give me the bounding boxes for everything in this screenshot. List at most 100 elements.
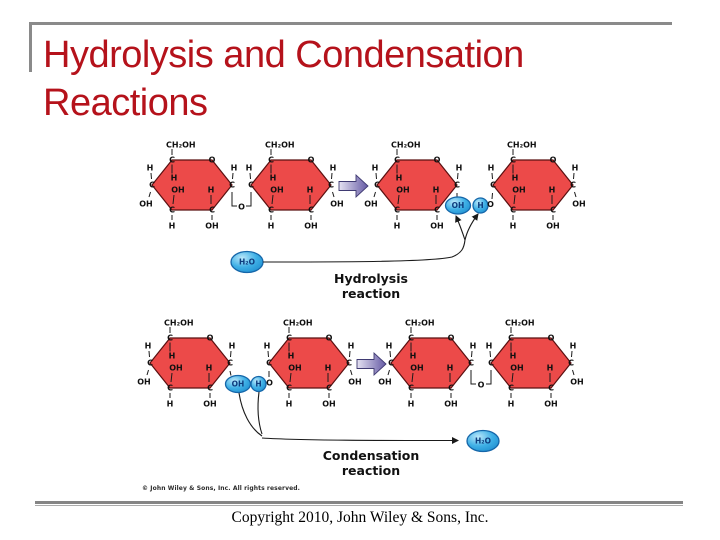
hydroxyl-label: OH: [205, 222, 219, 231]
hydrogen-label: H: [510, 222, 517, 231]
hydroxyl-label: OH: [348, 378, 362, 387]
title-top-rule: [29, 22, 672, 25]
carbon-label: C: [149, 181, 155, 190]
ring-oxygen-label: O: [434, 156, 441, 165]
hydrolysis-water-path: [262, 239, 466, 263]
carbon-label: C: [266, 359, 272, 368]
hydroxyl-label: OH: [570, 378, 584, 387]
hydroxyl-label: OH: [288, 364, 302, 373]
hydroxyl-label: OH: [444, 400, 458, 409]
hydrolysis-arrow: [338, 173, 369, 199]
page-title-line-1: Hydrolysis and Condensation: [43, 34, 524, 76]
highlight-oh-label: OH: [232, 380, 245, 389]
condensation-water-path: [261, 436, 459, 444]
hydrogen-label: H: [270, 174, 277, 183]
glucose-ring: [149, 337, 231, 389]
glucose-ring: [390, 337, 472, 389]
hydrogen-label: H: [394, 222, 401, 231]
hydrolysis-label-line-2: reaction: [341, 286, 401, 301]
side-chain-label: CH₂OH: [405, 319, 435, 328]
footer-copyright: Copyright 2010, John Wiley & Sons, Inc.: [231, 509, 489, 526]
hydroxyl-label: OH: [137, 378, 151, 387]
bond-line: [574, 191, 577, 198]
footer-rule-light: [35, 505, 683, 506]
bridge-bond-left: [231, 192, 237, 207]
hydroxyl-label: OH: [270, 186, 284, 195]
glucose-4: [492, 159, 574, 211]
ring-oxygen-label: O: [308, 156, 315, 165]
glucose-ring: [250, 159, 332, 211]
carbon-label: C: [209, 206, 215, 215]
carbon-label: C: [286, 334, 292, 343]
hydrogen-label: H: [547, 364, 554, 373]
bond-line: [572, 369, 575, 376]
hydrogen-label: H: [408, 400, 415, 409]
bond-line: [289, 372, 292, 383]
bond-line: [229, 370, 232, 376]
glucose-2: [250, 159, 332, 211]
side-chain-label: CH₂OH: [505, 319, 535, 328]
carbon-label: C: [448, 384, 454, 393]
hydrogen-label: H: [229, 342, 236, 351]
bond-line: [146, 369, 149, 376]
carbon-label: C: [490, 181, 496, 190]
hydroxyl-label: OH: [139, 200, 153, 209]
hydrogen-label: H: [147, 164, 154, 173]
bond-line: [491, 192, 493, 200]
ring-oxygen-label: O: [550, 156, 557, 165]
bond-line: [573, 172, 575, 180]
ring-oxygen-label: O: [209, 156, 216, 165]
bond-line: [411, 372, 414, 383]
hydrogen-label: H: [433, 186, 440, 195]
hydrogen-label: H: [231, 164, 238, 173]
highlight-h-oval: [250, 375, 267, 393]
hydroxyl-label: OH: [203, 400, 217, 409]
hydroxyl-label: OH: [512, 186, 526, 195]
side-chain-label: CH₂OH: [507, 141, 537, 150]
highlight-h-oval: [472, 197, 489, 214]
condensation-branch-from-oh: [238, 392, 263, 437]
hydrogen-label: H: [171, 174, 178, 183]
carbon-label: C: [548, 384, 554, 393]
hydroxyl-label: OH: [322, 400, 336, 409]
hydrogen-label: H: [348, 342, 355, 351]
carbon-label: C: [434, 206, 440, 215]
glucose-ring: [268, 337, 350, 389]
page-title: Hydrolysis and Condensation Reactions: [43, 31, 683, 127]
ring-oxygen-label: O: [326, 334, 333, 343]
highlight-oh-label: OH: [452, 201, 465, 210]
carbon-label: C: [268, 206, 274, 215]
bond-line: [571, 350, 573, 358]
glucose-7: [390, 337, 472, 389]
highlight-h-label: H: [255, 380, 261, 389]
carbon-label: C: [408, 334, 414, 343]
side-chain-label: CH₂OH: [166, 141, 196, 150]
side-chain-label: CH₂OH: [283, 319, 313, 328]
hydrogen-label: H: [145, 342, 152, 351]
carbon-label: C: [508, 384, 514, 393]
hydroxyl-label: OH: [378, 378, 392, 387]
hydrogen-label: H: [570, 342, 577, 351]
hydrogen-label: H: [470, 342, 477, 351]
hydrolysis-reaction-label: Hydrolysis reaction: [271, 271, 471, 301]
hydroxyl-label: OH: [396, 186, 410, 195]
bond-line: [387, 369, 390, 376]
glycosidic-oxygen-label: O: [478, 381, 485, 390]
bond-line: [489, 350, 491, 358]
glucose-6: [268, 337, 350, 389]
hydrogen-label: H: [288, 352, 295, 361]
carbon-label: C: [508, 334, 514, 343]
bond-line: [331, 172, 333, 180]
condensation-reaction-label: Condensation reaction: [271, 448, 471, 478]
glucose-3: [376, 159, 458, 211]
highlight-h-label: H: [477, 201, 483, 210]
bond-line: [267, 350, 269, 358]
hydrogen-label: H: [330, 164, 337, 173]
hydrolysis-branch-to-h: [464, 213, 479, 241]
hydrogen-label: H: [386, 342, 393, 351]
side-chain-label: CH₂OH: [265, 141, 295, 150]
carbon-label: C: [394, 156, 400, 165]
glycosidic-oxygen-label: O: [238, 203, 245, 212]
glucose-5: [149, 337, 231, 389]
